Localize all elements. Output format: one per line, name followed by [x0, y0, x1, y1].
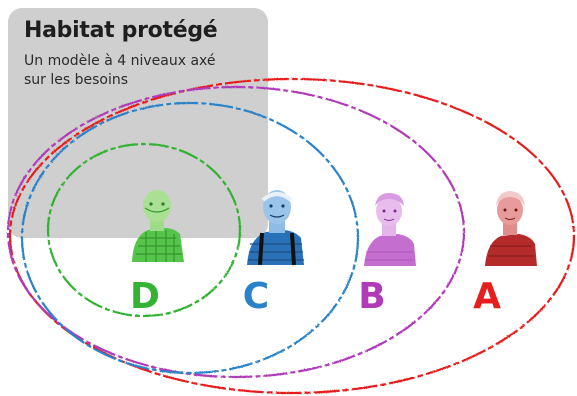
- elderly-man-suspenders-icon: [247, 190, 304, 266]
- level-d-label: D: [130, 276, 160, 317]
- level-b-label: B: [358, 276, 385, 317]
- diagram-subtitle: Un modèle à 4 niveaux axé sur les besoin…: [24, 53, 216, 88]
- title-card: [8, 8, 268, 238]
- elderly-woman-icon: [485, 191, 537, 266]
- level-c-label: C: [243, 276, 269, 317]
- diagram-title: Habitat protégé: [24, 18, 218, 43]
- level-a-label: A: [473, 276, 501, 317]
- elderly-man-icon: [132, 190, 184, 262]
- level-b-ellipse: [6, 85, 466, 379]
- level-d-ellipse: [46, 142, 242, 318]
- level-a-ellipse: [8, 77, 576, 395]
- level-c-ellipse: [20, 101, 360, 375]
- elderly-woman-icon: [364, 193, 416, 266]
